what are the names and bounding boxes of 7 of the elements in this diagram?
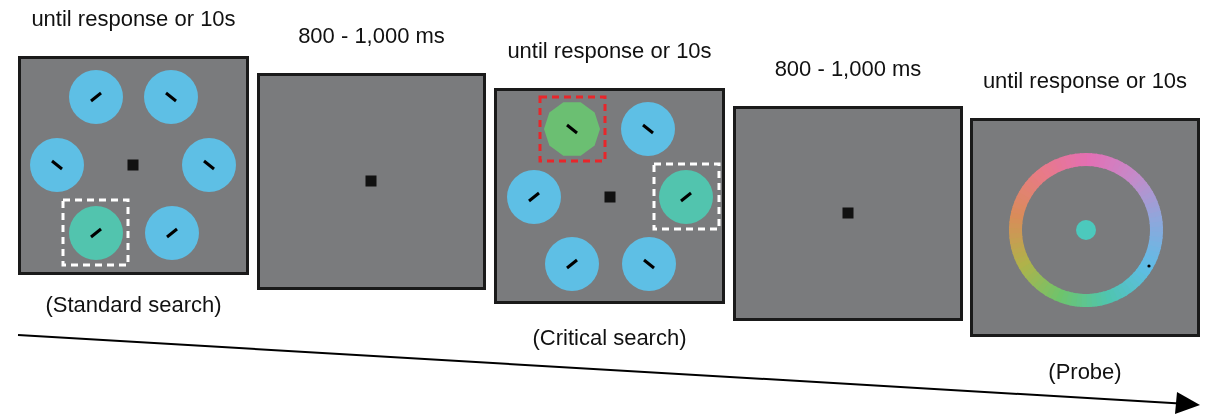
duration-heading: until response or 10s — [981, 68, 1189, 94]
condition-caption: (Standard search) — [44, 292, 223, 318]
duration-heading: until response or 10s — [506, 38, 713, 64]
duration-heading: 800 - 1,000 ms — [297, 23, 446, 49]
duration-heading: until response or 10s — [30, 6, 237, 32]
condition-caption: (Critical search) — [531, 325, 688, 351]
condition-caption: (Probe) — [1047, 359, 1123, 385]
